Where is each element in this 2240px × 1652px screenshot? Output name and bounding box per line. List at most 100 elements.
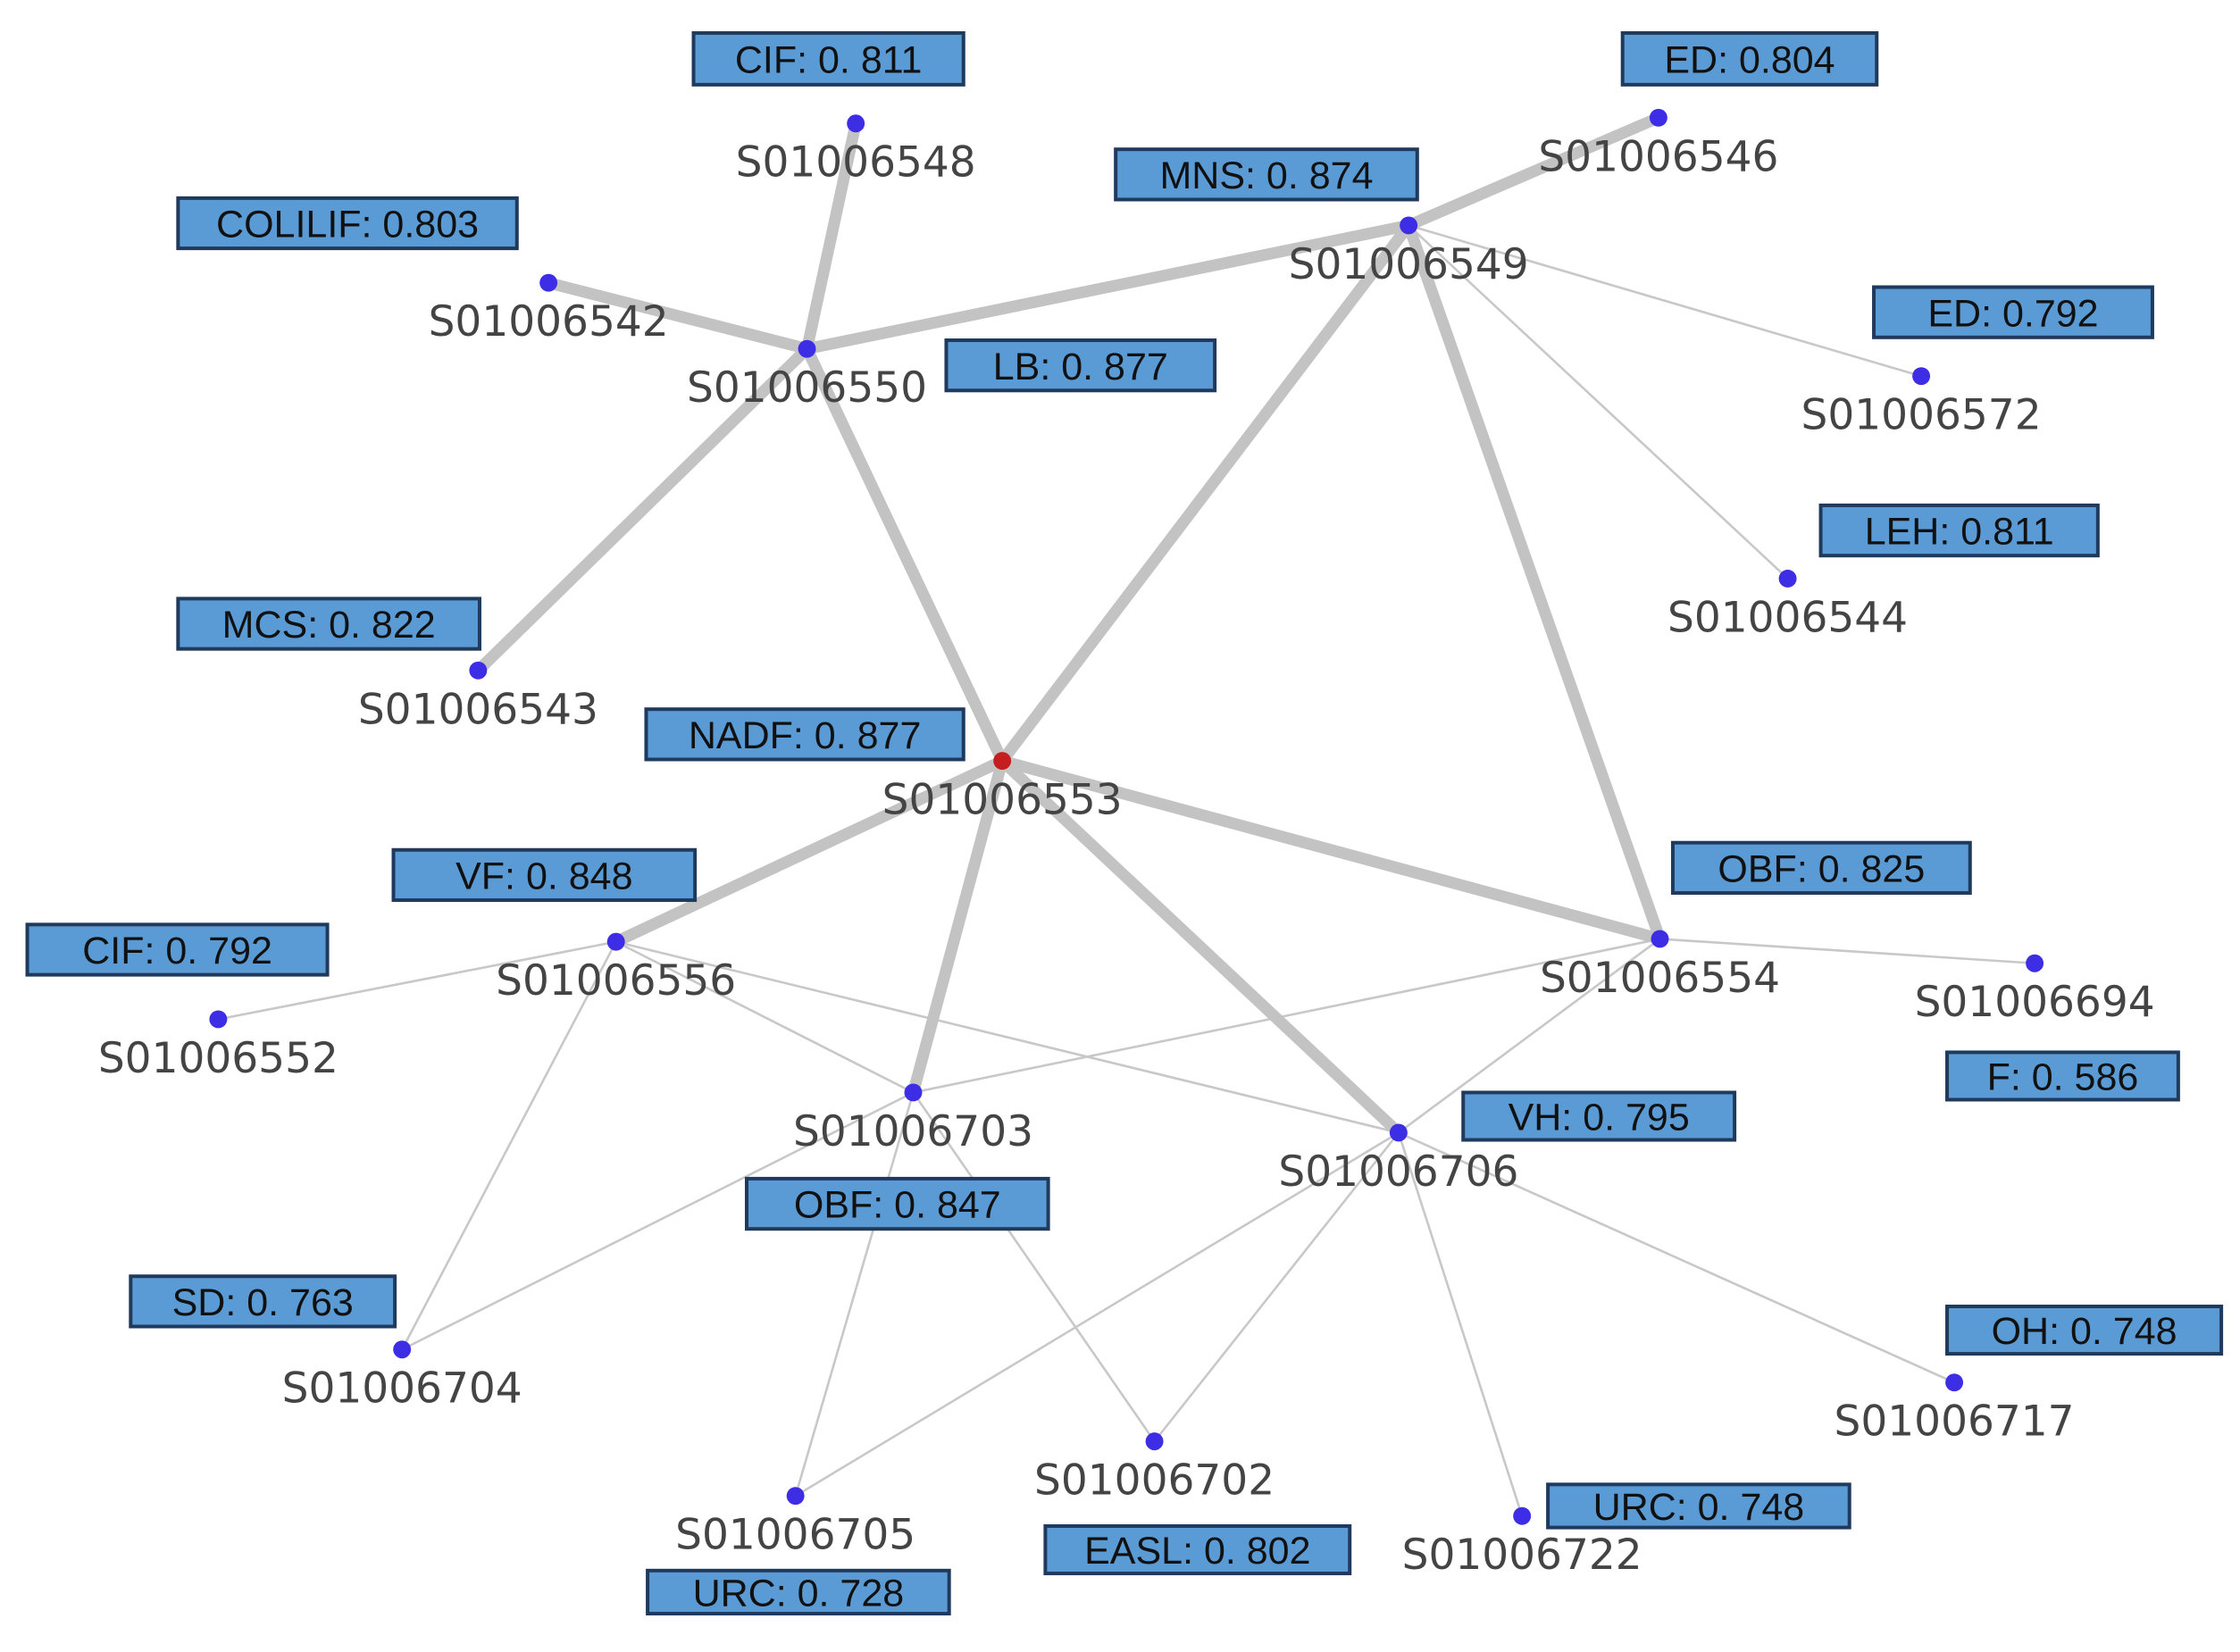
node-label-S01006550: S01006550 (687, 363, 927, 413)
node-S01006553 (993, 752, 1012, 771)
edge-S01006556-S01006706 (614, 940, 1400, 1134)
badge-ed-0804: ED: 0.804 (1620, 30, 1879, 87)
edge-S01006554-S01006703 (912, 938, 1661, 1094)
badge-sd-0763: SD: 0. 763 (129, 1274, 397, 1329)
node-label-S01006552: S01006552 (98, 1034, 339, 1083)
badge-box (25, 922, 330, 977)
node-label-S01006556: S01006556 (496, 956, 736, 1005)
badge-text: URC: 0. 728 (693, 1573, 905, 1615)
badge-box (176, 597, 481, 651)
node-label-S01006546: S01006546 (1538, 132, 1778, 181)
edge-S01006703-S01006705 (794, 1091, 915, 1498)
badge-box (176, 196, 519, 251)
badge-text: VH: 0. 795 (1509, 1097, 1690, 1139)
badge-mcs-0822: MCS: 0. 822 (176, 597, 481, 651)
badge-easl-0802: EASL: 0. 802 (1043, 1523, 1352, 1576)
badge-box (944, 338, 1217, 393)
node-label-S01006702: S01006702 (1034, 1456, 1275, 1506)
badge-box (1670, 840, 1972, 895)
edge-S01006553-S01006554 (996, 755, 1666, 945)
badge-text: LEH: 0.811 (1865, 511, 2054, 554)
edge-S01006556-S01006703 (614, 940, 915, 1094)
node-S01006717 (1945, 1373, 1964, 1392)
node-label-S01006554: S01006554 (1540, 954, 1780, 1003)
edge-S01006550-S01006543 (472, 343, 814, 677)
edge-S01006549-S01006554 (1402, 219, 1666, 945)
badge-box (391, 847, 698, 903)
node-S01006572 (1912, 367, 1931, 386)
badge-box (1945, 1050, 2180, 1102)
badge-box (745, 1176, 1050, 1231)
badge-obf-0825: OBF: 0. 825 (1670, 840, 1972, 895)
badge-box (691, 30, 965, 87)
edge-S01006554-S01006706 (1397, 938, 1661, 1134)
node-labels-layer: S01006548 S01006546S01006549S01006542S010… (98, 132, 2155, 1580)
edge-S01006549-S01006553 (996, 219, 1415, 767)
node-label-S01006705: S01006705 (675, 1511, 915, 1560)
edge-S01006556-S01006704 (400, 940, 618, 1351)
badge-box (1818, 503, 2100, 558)
node-label-S01006722: S01006722 (1402, 1531, 1642, 1580)
node-label-S01006542: S01006542 (429, 297, 669, 346)
badge-text: CIF: 0. 792 (82, 930, 272, 972)
badge-box (1620, 30, 1879, 87)
node-label-S01006548: S01006548 (736, 138, 976, 188)
node-label-S01006572: S01006572 (1801, 391, 2042, 440)
badge-f-0586: F: 0. 586 (1945, 1050, 2180, 1102)
badge-colilif-0803: COLILIF: 0.803 (176, 196, 519, 251)
badge-urc-0728: URC: 0. 728 (646, 1568, 951, 1616)
node-S01006550 (798, 339, 816, 358)
node-S01006694 (2026, 954, 2044, 972)
node-label-S01006549: S01006549 (1289, 240, 1529, 289)
edge-S01006703-S01006702 (912, 1091, 1156, 1443)
edge-S01006706-S01006705 (794, 1131, 1400, 1498)
badge-vf-0848: VF: 0. 848 (391, 847, 698, 903)
badge-text: OBF: 0. 825 (1718, 847, 1925, 890)
node-S01006543 (469, 661, 488, 680)
badge-box (644, 707, 965, 762)
edge-S01006553-S01006703 (907, 755, 1008, 1098)
edge-S01006706-S01006702 (1153, 1131, 1400, 1443)
edge-S01006549-S01006572 (1407, 224, 1923, 378)
node-S01006552 (209, 1010, 228, 1029)
badge-urc-0748: URC: 0. 748 (1546, 1482, 1851, 1530)
edge-S01006553-S01006556 (610, 755, 1008, 948)
badge-box (1043, 1523, 1352, 1576)
nodes-layer (209, 108, 2044, 1525)
badge-box (1461, 1090, 1737, 1142)
badge-mns-0874: MNS: 0. 874 (1114, 147, 1419, 202)
edge-S01006549-S01006546 (1402, 112, 1665, 231)
badge-text: OBF: 0. 847 (794, 1184, 1001, 1227)
badge-cif-0811: CIF: 0. 811 (691, 30, 965, 87)
badge-text: CIF: 0. 811 (735, 39, 923, 82)
node-S01006544 (1778, 569, 1797, 588)
badge-vh-0795: VH: 0. 795 (1461, 1090, 1737, 1142)
badge-cif-0792: CIF: 0. 792 (25, 922, 330, 977)
badge-box (1546, 1482, 1851, 1530)
node-S01006722 (1513, 1506, 1532, 1525)
node-S01006548 (847, 114, 865, 133)
badge-box (1945, 1305, 2224, 1356)
badge-obf-0847: OBF: 0. 847 (745, 1176, 1050, 1231)
edge-S01006706-S01006717 (1397, 1131, 1956, 1384)
edge-S01006549-S01006544 (1407, 224, 1789, 580)
edge-S01006554-S01006694 (1659, 938, 2036, 965)
node-label-S01006694: S01006694 (1915, 978, 2155, 1027)
edge-S01006553-S01006706 (996, 755, 1405, 1139)
node-S01006702 (1145, 1432, 1164, 1451)
badge-text: LB: 0. 877 (993, 346, 1168, 388)
node-label-S01006703: S01006703 (793, 1107, 1033, 1156)
node-label-S01006553: S01006553 (882, 776, 1123, 825)
badge-oh-0748: OH: 0. 748 (1945, 1305, 2224, 1356)
edge-S01006706-S01006722 (1397, 1131, 1524, 1518)
badge-text: VF: 0. 848 (456, 855, 632, 897)
node-S01006554 (1651, 930, 1669, 948)
node-S01006704 (393, 1340, 412, 1359)
node-S01006706 (1389, 1123, 1408, 1142)
edge-S01006703-S01006704 (400, 1091, 915, 1351)
badge-text: MNS: 0. 874 (1159, 154, 1373, 197)
badge-box (129, 1274, 397, 1329)
badge-box (1872, 285, 2154, 339)
